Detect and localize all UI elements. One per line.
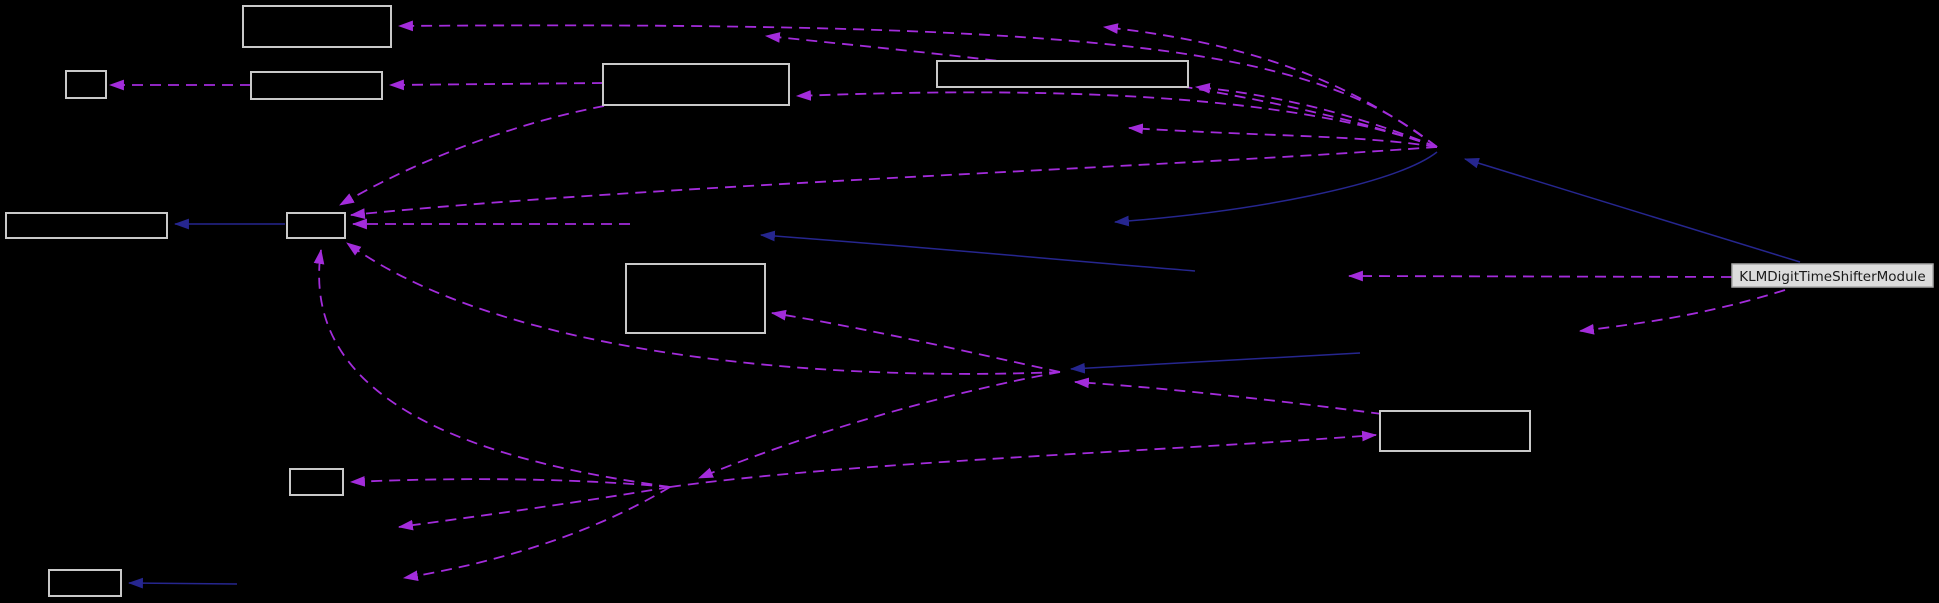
node-hub-small[interactable] (286, 212, 346, 239)
inh-label-to-hub1-edge (1463, 157, 1801, 263)
use-rightlower-to-hub2-edge (1073, 377, 1383, 415)
labeled-class-node-box[interactable] (1731, 263, 1934, 288)
inh-hub1-to-hidden-edge (1113, 151, 1438, 227)
use-label-to-hidden-f-edge (1347, 270, 1733, 282)
inh-hidden-to-hidden-edge (759, 230, 1196, 272)
labeled-class-node[interactable]: KLMDigitTimeShifterModule (1731, 263, 1934, 288)
node-center-large[interactable] (625, 263, 766, 334)
use-hub3-to-right-lower-edge (669, 430, 1378, 488)
node-small-left[interactable] (65, 70, 107, 99)
node-right-lower[interactable] (1379, 410, 1531, 452)
use-row2right-to-row2mid-edge (388, 79, 604, 91)
use-label-to-hidden-g-edge (1578, 289, 1786, 335)
use-hub2-to-hub-small-edge (346, 242, 1061, 375)
use-hub1-to-hidden-b-edge (1102, 23, 1438, 148)
use-hub1-to-top-left-edge (397, 20, 1438, 148)
use-hub1-to-hidden-a-edge (764, 32, 1438, 148)
use-hub3-to-small-lower-edge (349, 476, 671, 488)
node-bottom-left[interactable] (48, 569, 122, 597)
use-hub2-to-hub3-edge (698, 371, 1061, 479)
nodes-layer (5, 5, 1531, 597)
use-hub1-to-hub-small-edge (349, 146, 1438, 219)
use-hub1-to-row2-right-edge (795, 90, 1438, 148)
use-hub3-to-hidden-d-edge (397, 486, 671, 531)
use-hub3-to-hidden-e-edge (402, 486, 671, 582)
inh-hidden-to-bottomleft-edge (127, 577, 238, 589)
node-left-wide[interactable] (5, 212, 168, 239)
use-hub3-to-hub-small-edge (313, 248, 671, 488)
inh-hidden-to-hub2-edge (1069, 352, 1361, 374)
node-small-lower[interactable] (289, 468, 344, 496)
use-hub1-to-hidden-c-edge (1127, 123, 1438, 148)
use-hub1-to-wide-top-edge (1194, 82, 1438, 148)
labeled-class-node-text: KLMDigitTimeShifterModule (1739, 269, 1925, 285)
use-row2right-to-hub-edge (339, 105, 605, 206)
use-hub2-to-center-edge (770, 309, 1061, 373)
node-row2-right[interactable] (602, 63, 790, 106)
node-row2-mid[interactable] (250, 71, 383, 100)
node-top-left[interactable] (242, 5, 392, 48)
node-wide-top[interactable] (936, 60, 1189, 88)
edges-layer (108, 20, 1801, 589)
